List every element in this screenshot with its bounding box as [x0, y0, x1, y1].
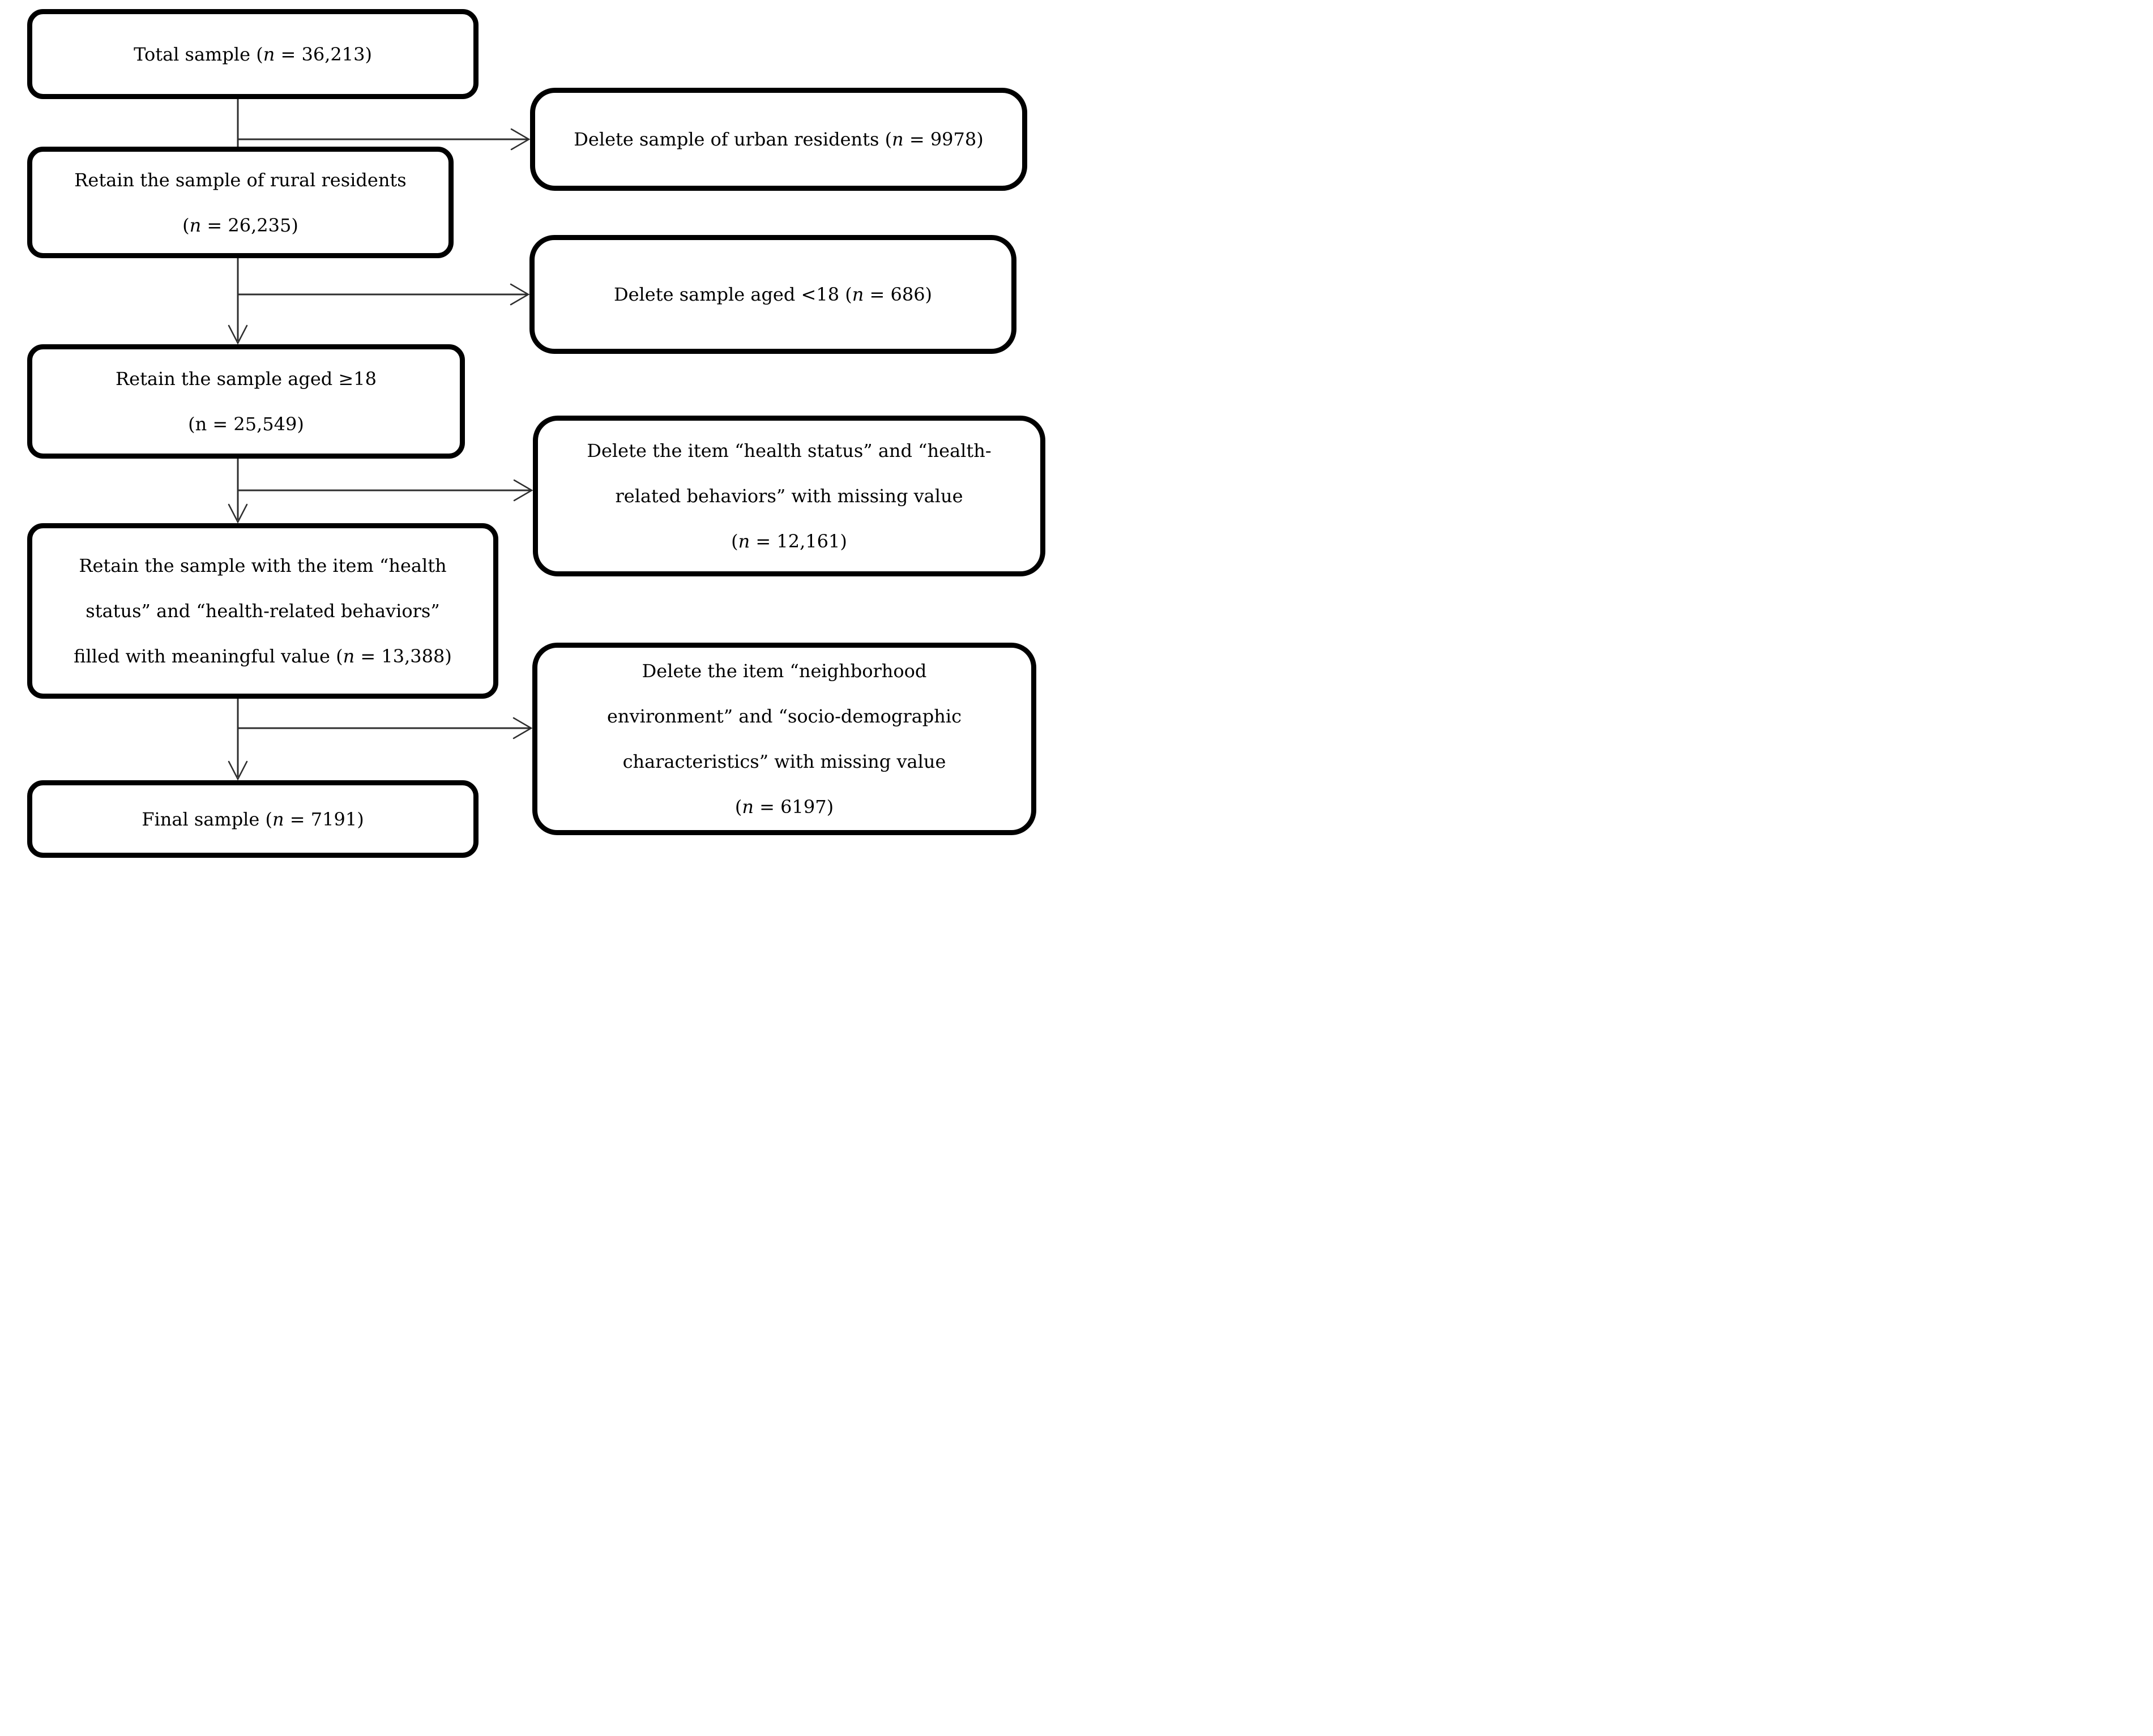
text-line: Retain the sample aged ≥18 — [116, 368, 377, 390]
arrowhead-delete-urban — [510, 128, 531, 151]
text-line: (n = 25,549) — [188, 413, 304, 435]
node-delete-health-missing: Delete the item “health status” and “hea… — [533, 416, 1045, 576]
node-retain-health-filled: Retain the sample with the item “health s… — [27, 523, 498, 699]
connectors-layer — [228, 99, 533, 781]
node-delete-urban: Delete sample of urban residents (n = 99… — [530, 88, 1027, 191]
node-delete-neighborhood-missing: Delete the item “neighborhood environment… — [532, 643, 1036, 835]
arrowhead-into-health — [228, 503, 248, 524]
flow-diagram: Total sample (n = 36,213) Delete sample … — [0, 0, 1076, 868]
node-retain-health-filled-text: Retain the sample with the item “health s… — [32, 543, 493, 679]
node-delete-urban-text: Delete sample of urban residents (n = 99… — [535, 117, 1022, 162]
arrowhead-delete-health — [513, 479, 533, 502]
arrowhead-delete-neighborhood — [512, 717, 533, 739]
text-line: filled with meaningful value (n = 13,388… — [74, 645, 452, 667]
text-line: Retain the sample of rural residents — [74, 169, 407, 191]
text-line: status” and “health-related behaviors” — [86, 600, 440, 622]
text-line: Retain the sample with the item “health — [79, 555, 447, 576]
node-final-sample: Final sample (n = 7191) — [27, 780, 479, 858]
arrowhead-into-final — [228, 760, 248, 781]
node-retain-aged-18-text: Retain the sample aged ≥18 (n = 25,549) — [32, 356, 460, 447]
node-retain-rural-text: Retain the sample of rural residents (n =… — [32, 157, 448, 248]
text-line: Total sample (n = 36,213) — [134, 43, 372, 65]
text-line: Final sample (n = 7191) — [142, 808, 364, 830]
node-final-sample-text: Final sample (n = 7191) — [32, 797, 473, 842]
text-line: Delete the item “health status” and “hea… — [587, 440, 992, 461]
node-retain-rural: Retain the sample of rural residents (n =… — [27, 147, 454, 258]
node-total-sample-text: Total sample (n = 36,213) — [32, 32, 473, 77]
text-line: Delete the item “neighborhood — [642, 660, 927, 682]
node-retain-aged-18: Retain the sample aged ≥18 (n = 25,549) — [27, 344, 465, 459]
text-line: environment” and “socio-demographic — [606, 705, 962, 727]
node-delete-under-18-text: Delete sample aged <18 (n = 686) — [535, 272, 1011, 317]
node-total-sample: Total sample (n = 36,213) — [27, 9, 479, 99]
text-line: (n = 26,235) — [182, 214, 298, 236]
node-delete-health-missing-text: Delete the item “health status” and “hea… — [538, 428, 1040, 564]
arrowhead-into-aged18 — [228, 324, 248, 345]
text-line: characteristics” with missing value — [622, 751, 946, 772]
text-line: related behaviors” with missing value — [615, 485, 963, 507]
node-delete-under-18: Delete sample aged <18 (n = 686) — [529, 235, 1016, 354]
text-line: (n = 12,161) — [731, 531, 847, 552]
text-line: Delete sample of urban residents (n = 99… — [574, 129, 984, 150]
text-line: Delete sample aged <18 (n = 686) — [613, 284, 933, 305]
text-line: (n = 6197) — [734, 796, 834, 818]
node-delete-neighborhood-missing-text: Delete the item “neighborhood environment… — [537, 648, 1031, 829]
arrowhead-delete-under18 — [510, 283, 530, 306]
